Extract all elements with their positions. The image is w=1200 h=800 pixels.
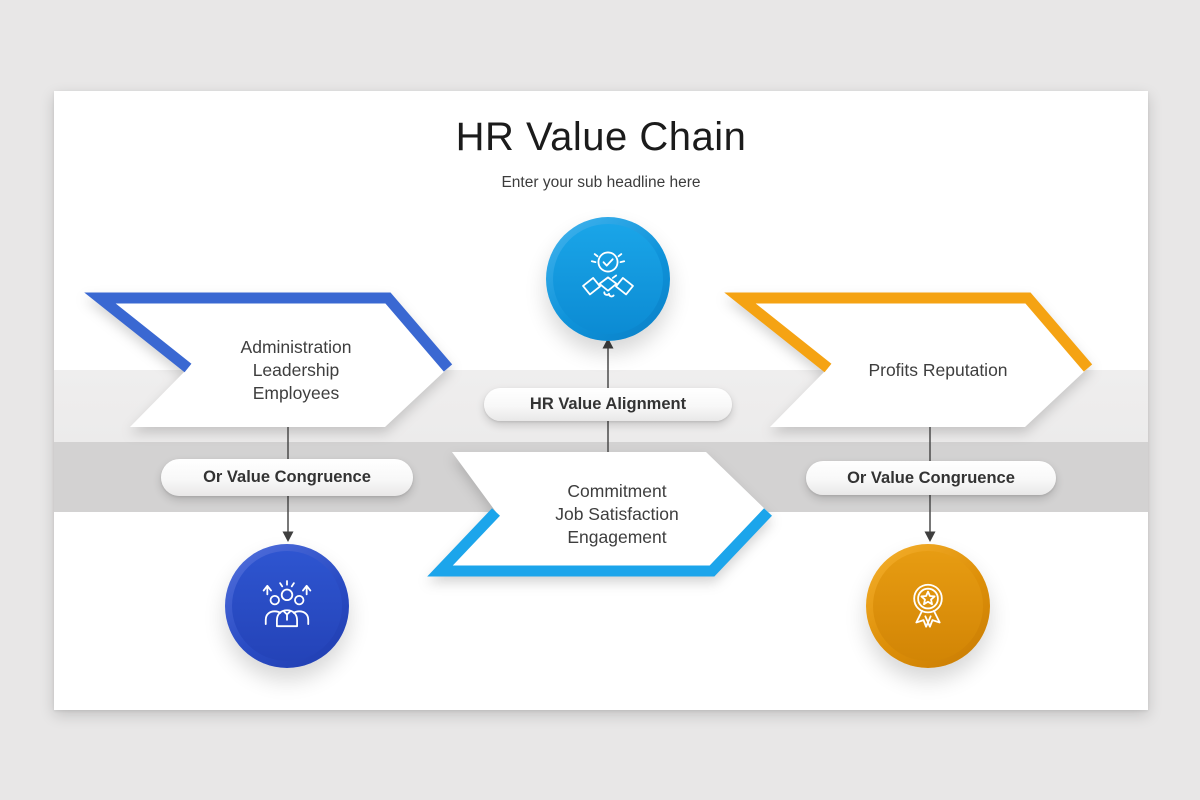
hr-value-alignment-pill: HR Value Alignment bbox=[484, 388, 732, 421]
pill-label: Or Value Congruence bbox=[203, 468, 371, 486]
right-chevron-banner bbox=[724, 292, 1093, 427]
bottom-right-circle-inner bbox=[873, 551, 983, 661]
label-line: Leadership bbox=[252, 360, 340, 380]
right-chevron-border bbox=[724, 292, 1093, 373]
page-title: HR Value Chain bbox=[455, 115, 747, 159]
label-line: Engagement bbox=[567, 527, 667, 547]
slide-canvas: HR Value Chain Enter your sub headline h… bbox=[54, 91, 1148, 710]
bottom-right-circle-node bbox=[866, 544, 990, 668]
top-circle-node bbox=[546, 217, 670, 341]
label-line: Commitment bbox=[567, 481, 667, 501]
pill-label: HR Value Alignment bbox=[529, 395, 687, 413]
page-subtitle: Enter your sub headline here bbox=[501, 174, 701, 191]
middle-chevron-border bbox=[427, 508, 772, 577]
connector-lines bbox=[282, 338, 936, 542]
middle-banner-label: Commitment Job Satisfaction Engagement bbox=[507, 480, 727, 549]
down-arrowhead-icon bbox=[282, 531, 294, 542]
left-value-congruence-pill: Or Value Congruence bbox=[161, 459, 413, 496]
pill-label: Or Value Congruence bbox=[847, 468, 1015, 487]
top-circle-inner bbox=[553, 224, 663, 334]
label-line: Employees bbox=[252, 383, 340, 403]
team-growth-icon bbox=[262, 580, 312, 628]
bottom-left-circle-node bbox=[225, 544, 349, 668]
diagram-shapes-layer bbox=[84, 292, 1093, 577]
right-value-congruence-pill: Or Value Congruence bbox=[806, 461, 1056, 495]
left-chevron-border bbox=[84, 292, 453, 373]
label-line: Profits Reputation bbox=[868, 360, 1008, 380]
up-arrowhead-icon bbox=[602, 338, 614, 349]
right-banner-label: Profits Reputation bbox=[818, 359, 1058, 382]
label-line: Job Satisfaction bbox=[555, 504, 679, 524]
handshake-check-icon bbox=[582, 251, 634, 298]
award-medal-icon bbox=[913, 583, 943, 628]
label-line: Administration bbox=[240, 337, 352, 357]
middle-chevron-banner bbox=[427, 452, 772, 577]
bottom-left-circle-inner bbox=[232, 551, 342, 661]
left-chevron-banner bbox=[84, 292, 453, 427]
down-arrowhead-icon bbox=[924, 531, 936, 542]
left-banner-label: Administration Leadership Employees bbox=[186, 336, 406, 405]
